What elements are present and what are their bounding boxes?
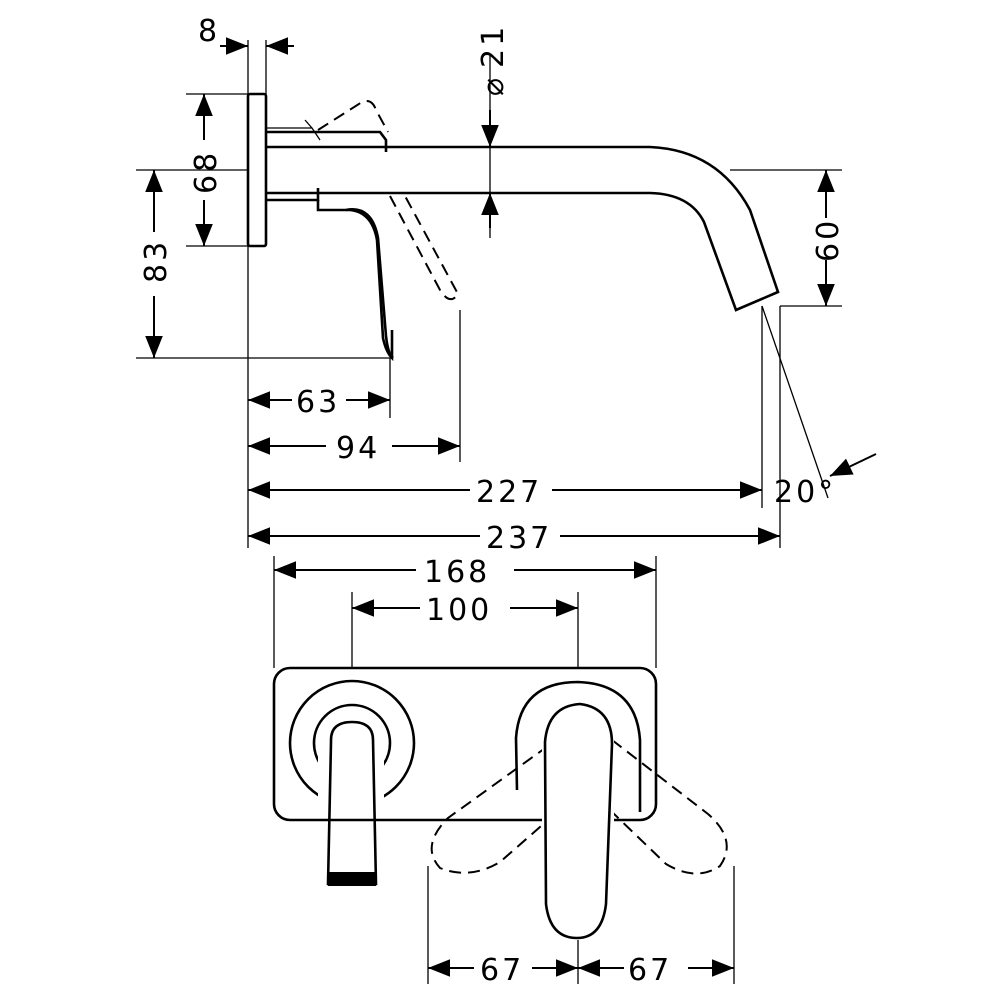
dim-swing-right: 67 bbox=[628, 953, 672, 988]
dim-plate-width: 168 bbox=[424, 555, 490, 590]
side-view: 8 ⌀ 21 68 83 60 63 94 bbox=[136, 14, 877, 556]
dim-spout-drop: 60 bbox=[811, 218, 846, 262]
handle-swing-down bbox=[389, 195, 460, 301]
dim-handle-depth: 63 bbox=[296, 385, 340, 420]
dim-spout-projection: 227 bbox=[476, 475, 542, 510]
handle-swing-left bbox=[430, 745, 549, 874]
handle-lever bbox=[345, 208, 394, 360]
spout-aerator bbox=[328, 872, 376, 886]
dim-handle-height: 83 bbox=[139, 239, 174, 283]
dim-pipe-diameter: 21 bbox=[476, 24, 511, 68]
dim-spout-angle: 20° bbox=[774, 475, 836, 510]
spout-outline bbox=[266, 145, 780, 312]
dim-center-distance: 100 bbox=[426, 593, 492, 628]
dim-swing-left: 67 bbox=[480, 953, 524, 988]
mixer-body bbox=[266, 130, 394, 362]
front-wall-plate bbox=[272, 666, 658, 822]
dim-pipe-diameter-symbol: ⌀ bbox=[476, 75, 511, 96]
dim-overall-projection: 237 bbox=[486, 521, 552, 556]
dim-plate-height: 68 bbox=[189, 150, 224, 194]
handle-swing-right bbox=[611, 739, 728, 875]
handle-swing-up bbox=[317, 100, 389, 133]
front-view: 168 100 67 67 bbox=[272, 555, 735, 988]
dim-flange-thickness: 8 bbox=[198, 14, 220, 49]
wall-flange bbox=[246, 92, 268, 248]
dim-handle-swing-depth: 94 bbox=[336, 431, 380, 466]
handle-rosette bbox=[514, 680, 642, 812]
front-spout-pipe bbox=[326, 720, 378, 886]
front-handle-lever bbox=[543, 702, 614, 940]
